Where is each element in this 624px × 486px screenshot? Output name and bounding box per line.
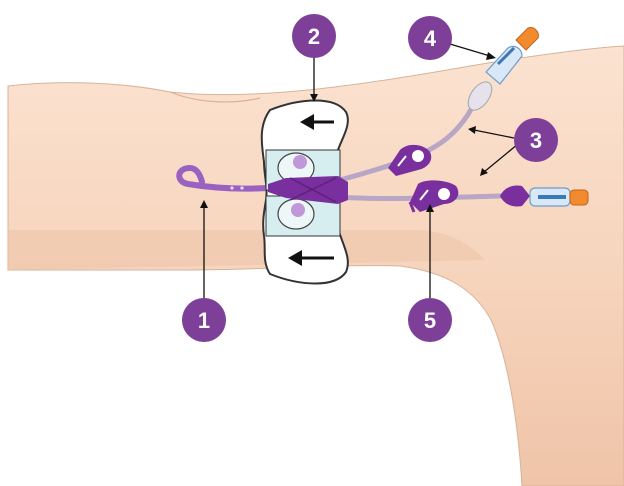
callout-badge-3: 3: [514, 118, 558, 162]
callout-badge-1: 1: [182, 298, 226, 342]
leader-4: [450, 44, 490, 56]
upper-orange-cap: [516, 28, 538, 50]
callout-label-3: 3: [530, 128, 542, 153]
callout-badge-5: 5: [408, 298, 452, 342]
callout-label-1: 1: [198, 308, 210, 333]
callout-badge-2: 2: [292, 14, 336, 58]
leader-4-head: [486, 52, 496, 60]
callout-label-2: 2: [308, 24, 320, 49]
callout-label-4: 4: [424, 26, 437, 51]
callout-badge-4: 4: [408, 16, 452, 60]
callout-label-5: 5: [424, 308, 436, 333]
lower-orange-cap: [570, 190, 588, 205]
